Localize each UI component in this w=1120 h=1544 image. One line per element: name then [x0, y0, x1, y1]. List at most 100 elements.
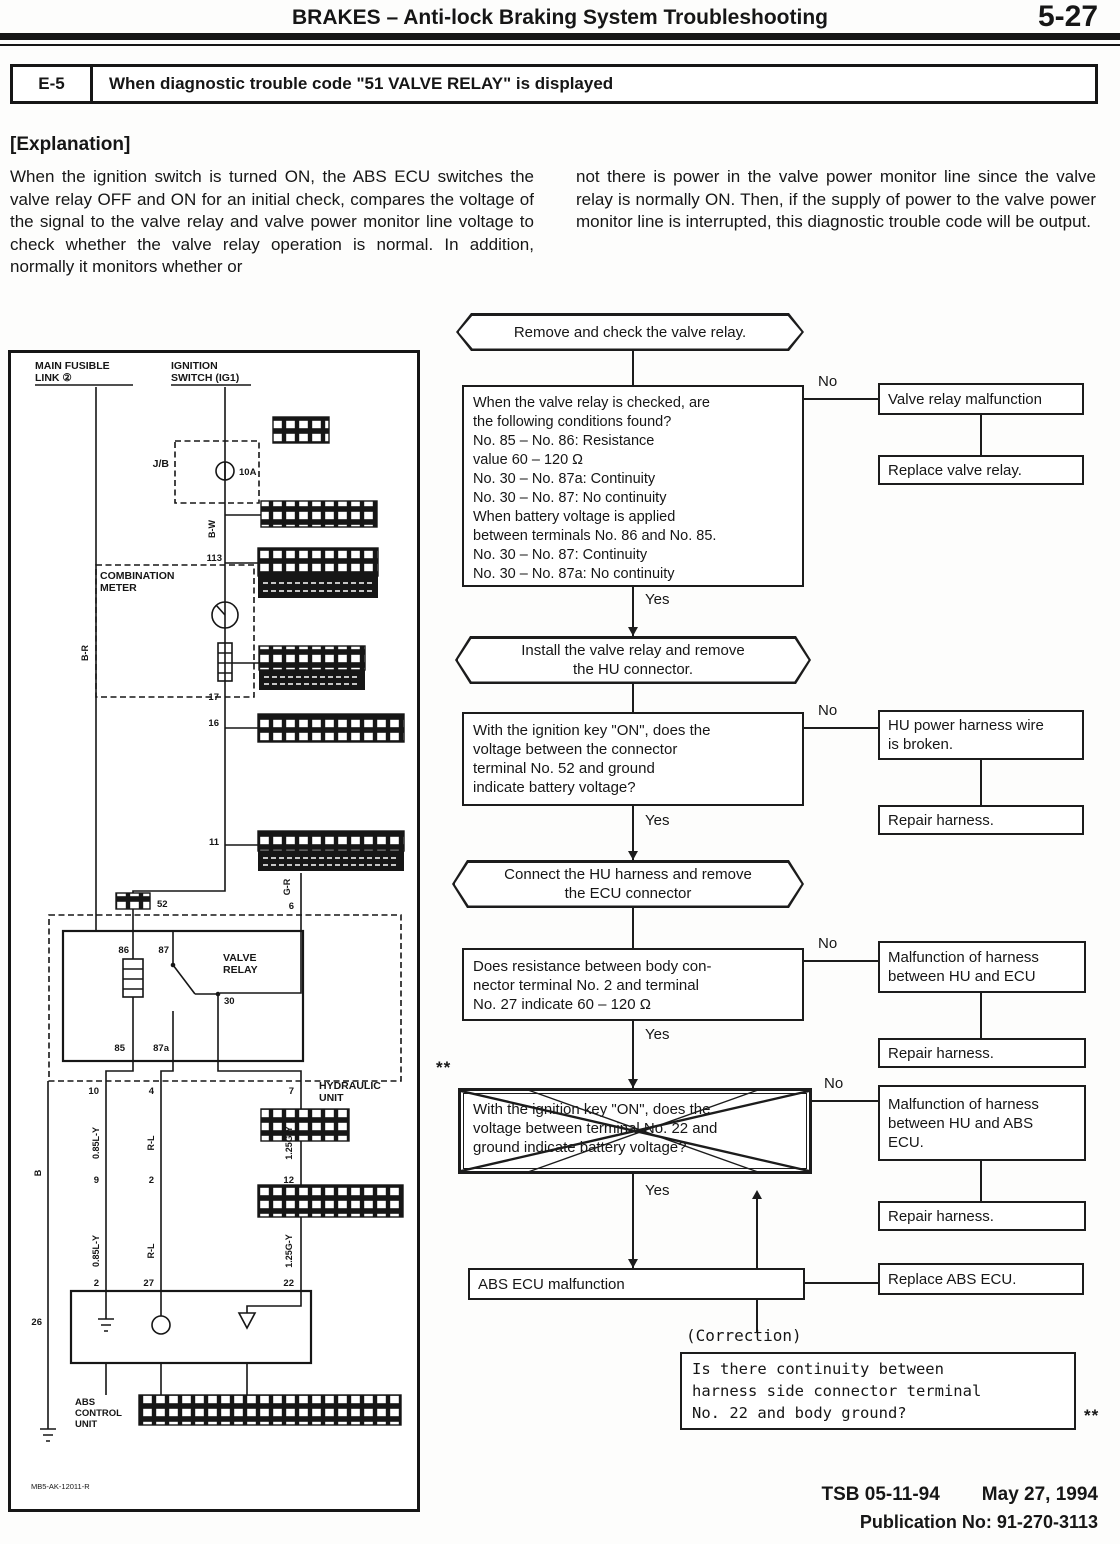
wire-color-label: G-R	[282, 878, 292, 895]
svg-text:LINK ②: LINK ②	[35, 372, 72, 384]
no-label: No	[818, 702, 838, 719]
result-abs-ecu-malfunction: ABS ECU malfunction	[468, 1268, 805, 1300]
junction-block-box	[174, 440, 260, 504]
correction-marker: **	[1084, 1406, 1100, 1425]
connector-blocks	[115, 416, 405, 1426]
diagram-symbols	[40, 440, 402, 1442]
terminal-label: 16	[208, 718, 219, 729]
flow-connector	[804, 398, 878, 400]
correction-box: Is there continuity between harness side…	[680, 1352, 1076, 1430]
header-rule-thick	[0, 33, 1120, 40]
terminal-label: 87	[158, 945, 169, 956]
flow-connector	[804, 727, 878, 729]
flow-connector	[632, 684, 634, 712]
combination-meter-box	[95, 564, 255, 698]
flow-question-terminal-52-voltage: With the ignition key "ON", does the vol…	[462, 712, 804, 806]
action-repair-harness: Repair harness.	[878, 1038, 1086, 1068]
diagram-wires	[35, 384, 302, 1429]
wiring-diagram-frame: MAIN FUSIBLE LINK ② IGNITION SWITCH (IG1…	[8, 350, 420, 1512]
svg-text:CONTROL: CONTROL	[75, 1408, 122, 1419]
page-title: BRAKES – Anti-lock Braking System Troubl…	[292, 6, 828, 29]
abs-ecu-box	[69, 1289, 313, 1365]
diagram-code: MB5-AK-12011-R	[31, 1482, 90, 1491]
flow-question-label: With the ignition key "ON", does the vol…	[463, 1093, 807, 1169]
connector-block	[257, 547, 379, 577]
section-header: E-5 When diagnostic trouble code "51 VAL…	[10, 64, 1098, 104]
valve-relay-label: VALVE	[223, 952, 256, 964]
flow-connector	[980, 415, 982, 455]
yes-label: Yes	[645, 591, 670, 608]
no-label: No	[824, 1075, 844, 1092]
result-harness-malfunction-hu-abs-ecu: Malfunction of harness between HU and AB…	[878, 1085, 1086, 1161]
yes-label: Yes	[645, 1026, 670, 1043]
up-arrow-icon	[752, 1190, 762, 1199]
solenoid-icon	[151, 1315, 171, 1335]
ground-icon	[40, 1428, 56, 1442]
flow-connector	[812, 1100, 878, 1102]
connector-block	[258, 645, 366, 671]
terminal-label: 11	[209, 837, 220, 848]
down-arrow-icon	[628, 1259, 638, 1268]
svg-text:RELAY: RELAY	[223, 964, 258, 976]
result-valve-relay-malfunction: Valve relay malfunction	[878, 383, 1084, 415]
ground-icon	[98, 1291, 114, 1332]
svg-text:UNIT: UNIT	[319, 1092, 344, 1104]
page-number: 5-27	[1037, 0, 1098, 33]
yes-label: Yes	[645, 1182, 670, 1199]
correction-heading: (Correction)	[686, 1326, 802, 1345]
hydraulic-unit-box	[48, 914, 402, 1082]
abs-control-unit-label: ABS	[75, 1397, 95, 1408]
wire-color-label: B-W	[207, 520, 217, 538]
explanation-right-column: not there is power in the valve power mo…	[576, 167, 1096, 232]
terminal-label: 113	[207, 553, 222, 564]
terminal-label: 30	[224, 996, 235, 1007]
wire-color-label: 1.25G-Y	[284, 1126, 294, 1160]
combination-meter-label: COMBINATION	[100, 570, 174, 582]
svg-text:UNIT: UNIT	[75, 1419, 97, 1430]
wiring-diagram: MAIN FUSIBLE LINK ② IGNITION SWITCH (IG1…	[31, 360, 405, 1491]
flow-step-label: Remove and check the valve relay.	[513, 323, 747, 341]
connector-block	[260, 1108, 350, 1142]
result-hu-power-harness-broken: HU power harness wire is broken.	[878, 710, 1084, 760]
diagram-labels: MAIN FUSIBLE LINK ② IGNITION SWITCH (IG1…	[31, 360, 381, 1491]
wire-color-label: R-L	[146, 1243, 156, 1258]
flow-step-remove-valve-relay: Remove and check the valve relay.	[456, 313, 804, 351]
flow-step-install-relay: Install the valve relay and remove the H…	[455, 636, 811, 684]
wire-color-label: B-R	[80, 645, 90, 661]
flow-connector	[980, 993, 982, 1038]
flow-connector	[805, 1282, 878, 1284]
explanation-heading: [Explanation]	[10, 134, 131, 155]
junction-block-label: J/B	[153, 458, 170, 470]
flow-connector	[632, 908, 634, 948]
flow-connector	[632, 1174, 634, 1268]
terminal-label: 4	[149, 1086, 155, 1097]
correction-pointer-line	[756, 1198, 758, 1332]
gauge-icon	[211, 601, 239, 629]
header-rule-thin	[0, 44, 1120, 46]
wire-color-label: 1.25G-Y	[284, 1234, 294, 1268]
hydraulic-unit-label: HYDRAULIC	[319, 1080, 381, 1092]
terminal-label: 87a	[153, 1043, 170, 1054]
flow-connector	[804, 960, 878, 962]
connector-block	[115, 892, 151, 910]
flow-connector	[980, 760, 982, 805]
flow-step-label: Install the valve relay and remove the H…	[521, 642, 745, 678]
wire-color-label: B	[33, 1169, 43, 1176]
terminal-label: 6	[289, 901, 294, 912]
flow-connector	[632, 806, 634, 860]
terminal-label: 27	[143, 1278, 154, 1289]
terminal-label: 85	[114, 1043, 125, 1054]
wire-color-label: 0.85L-Y	[91, 1127, 101, 1159]
terminal-label: 17	[208, 692, 219, 703]
connector-block	[260, 500, 378, 528]
footer-publication: Publication No: 91-270-3113	[859, 1512, 1098, 1532]
relay-coil-icon	[122, 958, 144, 998]
terminal-label: 10	[88, 1086, 99, 1097]
footer-date: May 27, 1994	[981, 1484, 1098, 1505]
svg-text:METER: METER	[100, 582, 137, 594]
down-arrow-icon	[628, 1079, 638, 1088]
connector-block	[138, 1394, 402, 1426]
section-title: When diagnostic trouble code "51 VALVE R…	[109, 74, 614, 93]
result-harness-malfunction-hu-ecu: Malfunction of harness between HU and EC…	[878, 941, 1086, 993]
